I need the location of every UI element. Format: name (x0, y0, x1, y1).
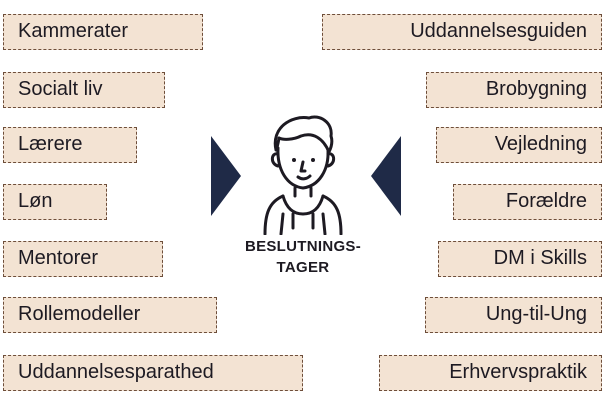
factor-tag-right: DM i Skills (438, 241, 602, 277)
factor-tag-right: Brobygning (426, 72, 602, 108)
center-label-line1: BESLUTNINGS- (244, 238, 362, 255)
center-label-line2: TAGER (276, 259, 330, 276)
factor-tag-left: Løn (3, 184, 107, 220)
factor-tag-right: Vejledning (436, 127, 602, 163)
arrow-right-pointing-icon (211, 136, 241, 216)
factor-tag-left: Rollemodeller (3, 297, 217, 333)
student-person-icon (253, 110, 353, 236)
factor-tag-left: Lærere (3, 127, 137, 163)
factor-tag-right: Forældre (453, 184, 602, 220)
factor-tag-right: Uddannelsesguiden (322, 14, 602, 50)
center-label: BESLUTNINGS- TAGER (203, 236, 403, 278)
factor-tag-right: Erhvervspraktik (379, 355, 602, 391)
arrow-left-pointing-icon (371, 136, 401, 216)
factor-tag-left: Mentorer (3, 241, 163, 277)
factor-tag-left: Uddannelsesparathed (3, 355, 303, 391)
factor-tag-left: Kammerater (3, 14, 203, 50)
factor-tag-left: Socialt liv (3, 72, 165, 108)
factor-tag-right: Ung-til-Ung (425, 297, 602, 333)
